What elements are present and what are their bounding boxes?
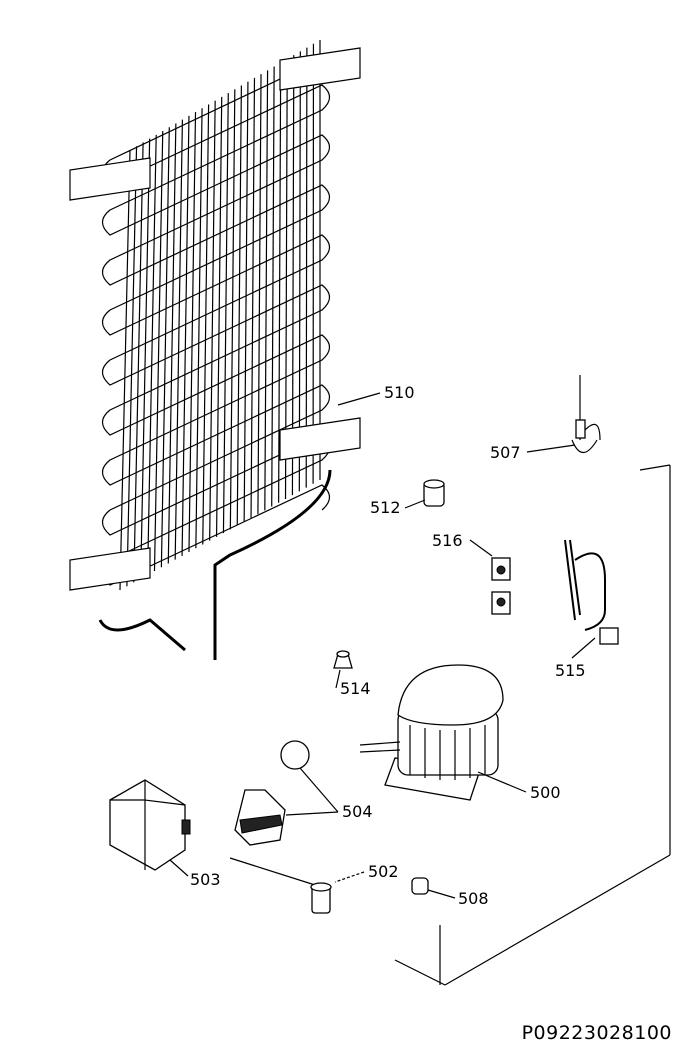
part-512-grommet[interactable] (423, 479, 445, 507)
condenser-wire (257, 74, 262, 515)
condenser-wire (278, 62, 282, 503)
label-508: 508 (458, 889, 489, 908)
condenser-wire (195, 108, 203, 549)
cabinet-outline (394, 464, 671, 986)
label-516: 516 (432, 531, 463, 550)
label-502: 502 (368, 862, 399, 881)
condenser-bracket (279, 417, 361, 461)
condenser-wire (126, 146, 138, 587)
condenser-wire (167, 123, 177, 564)
label-515: 515 (555, 661, 586, 680)
label-514: 514 (340, 679, 371, 698)
condenser-wire (209, 100, 216, 541)
condenser-wire (133, 142, 144, 583)
condenser-wire (298, 51, 301, 492)
part-515-power-cord[interactable] (564, 539, 619, 645)
condenser-bracket (69, 547, 151, 591)
label-504: 504 (342, 802, 373, 821)
part-502-drier[interactable] (229, 857, 332, 914)
condenser-wire (243, 81, 249, 522)
part-504-relay[interactable] (234, 740, 310, 846)
condenser-pipe (98, 618, 186, 652)
condenser-wire (222, 93, 229, 534)
part-514-foot[interactable] (333, 650, 353, 669)
condenser-wire (160, 127, 170, 568)
condenser-wire (215, 96, 223, 537)
drawing-code: P09223028100 (521, 1022, 672, 1044)
condenser-wire (202, 104, 210, 545)
condenser-wire (250, 77, 256, 518)
condenser-wire (146, 134, 157, 575)
condenser-wire (119, 149, 131, 591)
condenser-tube (101, 59, 331, 586)
condenser-wire (284, 58, 288, 499)
condenser-pipe (213, 469, 332, 660)
condenser-510[interactable] (69, 40, 361, 660)
part-508-grommet[interactable] (411, 877, 429, 895)
condenser-wire (140, 138, 151, 579)
label-507: 507 (490, 443, 521, 462)
condenser-bracket (69, 157, 151, 201)
label-512: 512 (370, 498, 401, 517)
condenser-wire (236, 85, 242, 526)
part-500-compressor[interactable] (359, 664, 504, 801)
label-500: 500 (530, 783, 561, 802)
condenser-wire (174, 119, 184, 560)
part-516-clip[interactable] (491, 557, 511, 615)
condenser-bracket (279, 47, 361, 91)
part-503-cover[interactable] (109, 779, 191, 871)
condenser-wire (153, 131, 164, 572)
leader-lines (169, 392, 596, 899)
label-510: 510 (384, 383, 415, 402)
condenser-wire (181, 115, 190, 556)
condenser-wire (291, 55, 295, 496)
part-507-sensor[interactable] (571, 375, 601, 454)
label-503: 503 (190, 870, 221, 889)
condenser-wire (188, 112, 197, 553)
condenser-wire (229, 89, 236, 530)
